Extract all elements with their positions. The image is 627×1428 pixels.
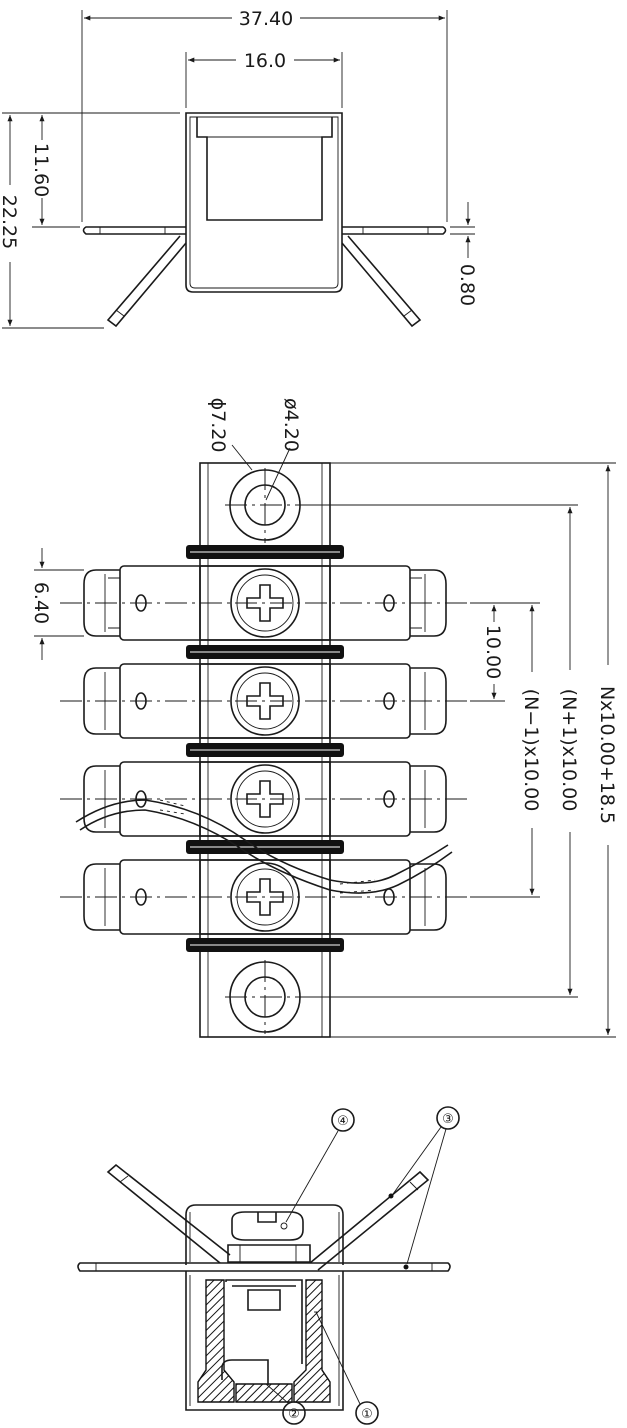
dim-overall-width: 37.40 [239, 8, 293, 30]
dim-body-width: 16.0 [244, 50, 286, 72]
terminal-row [60, 859, 470, 935]
callout-4: ④ [337, 1114, 349, 1129]
dim-terminal-width: 6.40 [30, 582, 52, 624]
terminal-row [60, 761, 470, 837]
callout-1: ① [361, 1407, 373, 1422]
dim-hole-diameter: ø4.20 [280, 398, 302, 452]
plan-view: ϕ7.20 ø4.20 6.40 10.00 (N−1)x10.00 (N+1)… [30, 398, 618, 1038]
dim-span-n-minus-1: (N−1)x10.00 [520, 689, 542, 812]
top-view: 37.40 16.0 11.60 22.25 0.80 [0, 8, 478, 329]
dim-body-height: 11.60 [30, 143, 52, 197]
terminal-row [60, 565, 470, 641]
dim-span-n-plus-1: (N+1)x10.00 [558, 689, 580, 812]
terminal-row [60, 663, 470, 739]
callout-2: ② [288, 1407, 300, 1422]
dim-overall-length: Nx10.00+18.5 [596, 686, 618, 824]
dim-sheet-thickness: 0.80 [456, 264, 478, 306]
section-view: ④ ③ ① ② [77, 1106, 460, 1425]
callout-3: ③ [442, 1112, 454, 1127]
dim-outer-diameter: ϕ7.20 [207, 398, 229, 453]
dim-pitch: 10.00 [482, 625, 504, 679]
dim-overall-height: 22.25 [0, 195, 20, 249]
